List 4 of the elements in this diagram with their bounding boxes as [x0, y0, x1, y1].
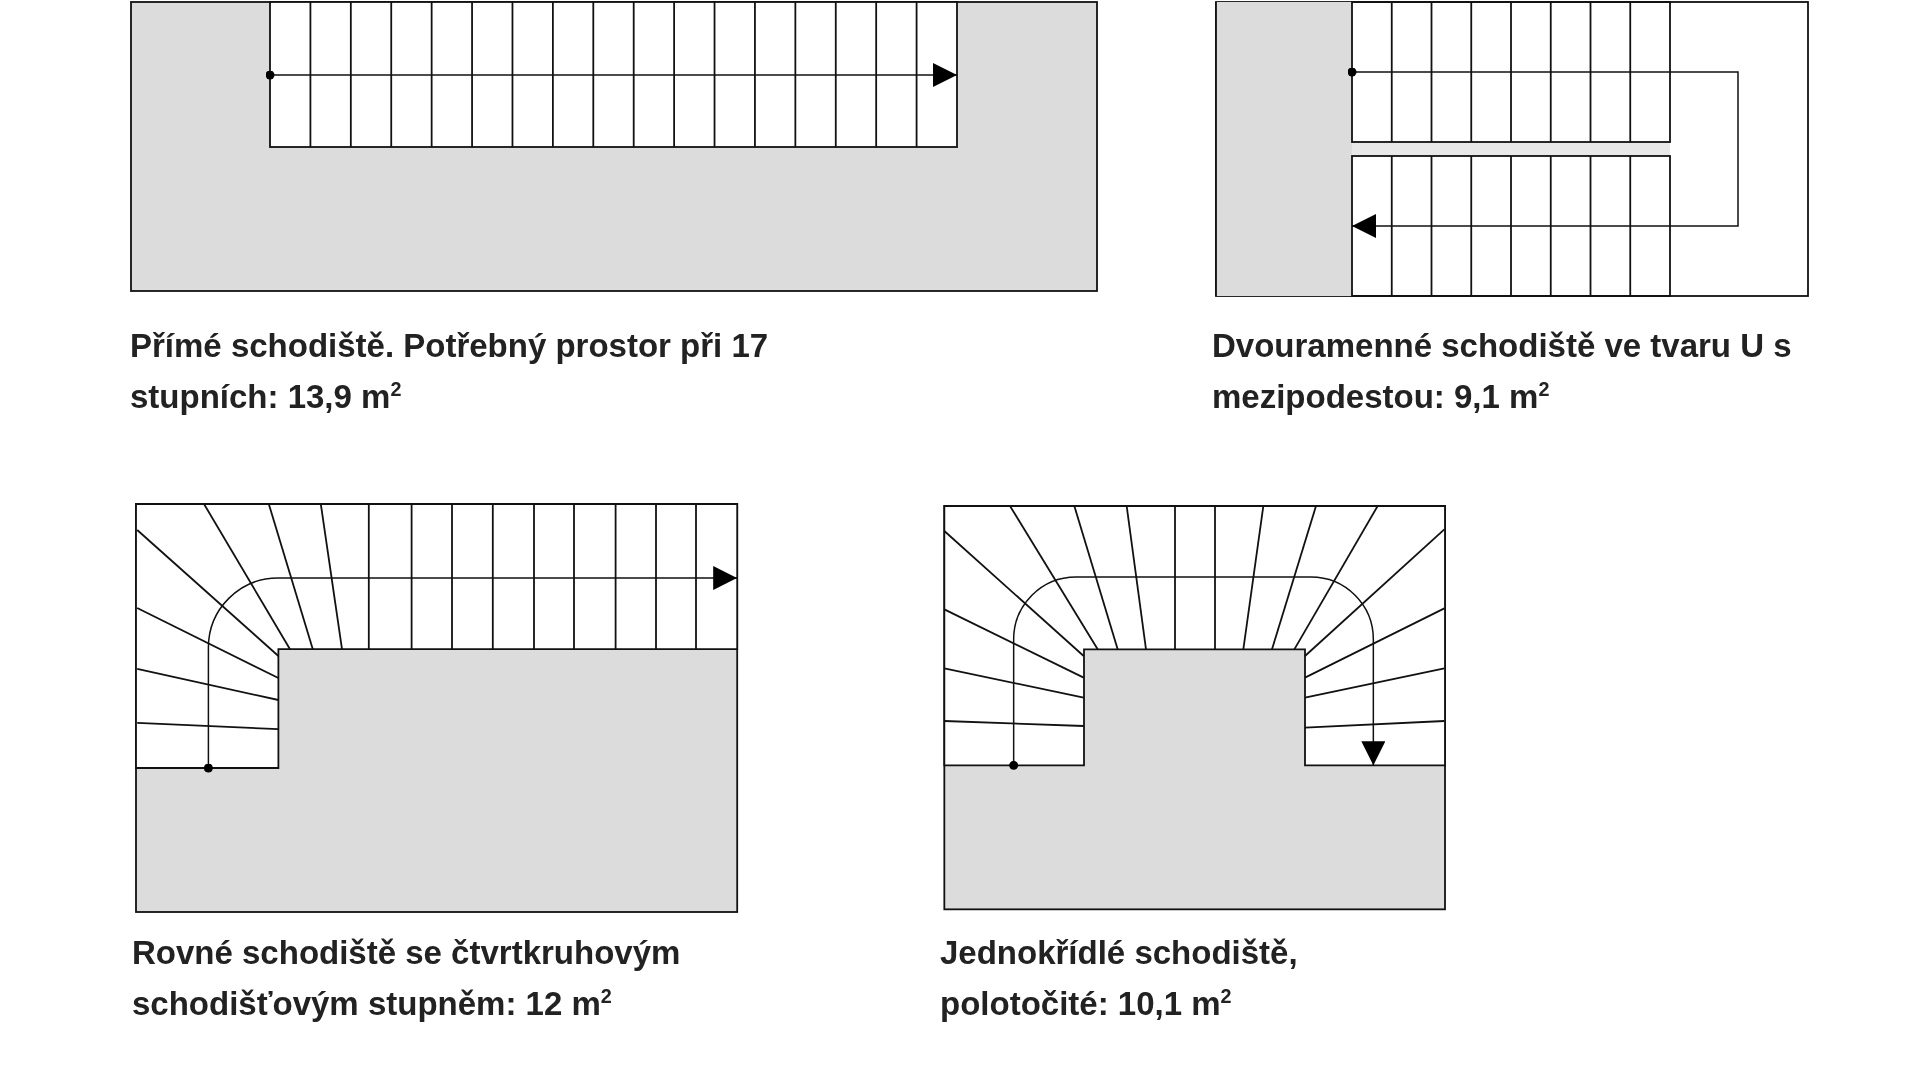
staircase-caption: Rovné schodiště se čtvrtkruhovým schodišťovým stupněm: 12 m$^{2}$ [132, 933, 682, 1024]
staircase-caption: Přímé schodiště. Potřebný prostor při 17 stupních: 13,9 m$^{2}$ [130, 326, 770, 417]
staircase-caption: Jednokřídlé schodiště, polotočité: 10,1 m$^{2}$ [940, 933, 1299, 1024]
staircase-caption: Dvouramenné schodiště ve tvaru U s mezipodestou: 9,1 m$^{2}$ [1212, 326, 1793, 417]
